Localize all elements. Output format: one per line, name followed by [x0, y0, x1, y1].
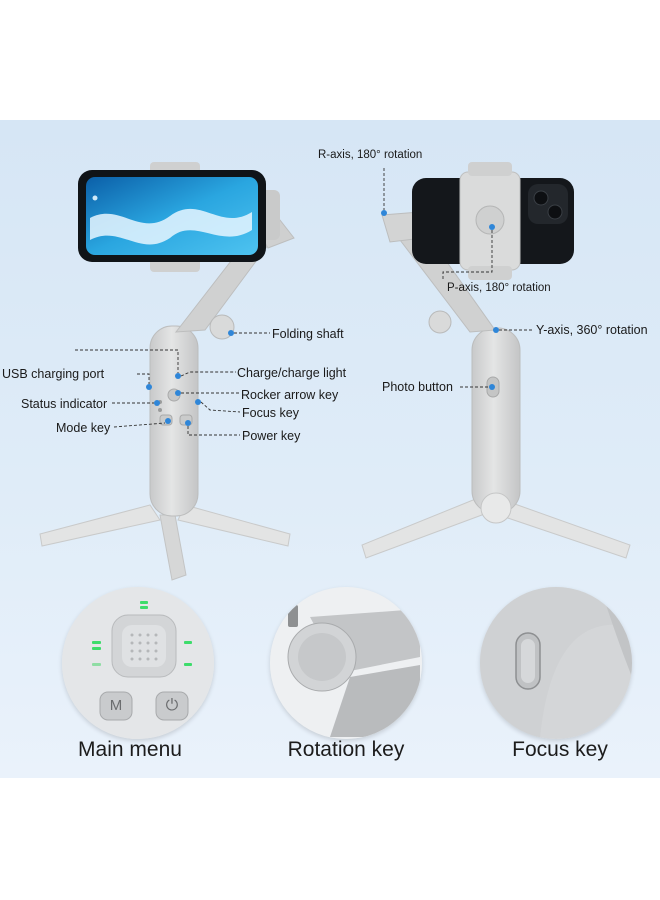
callout-power-key: Power key	[242, 429, 301, 443]
callout-mode-key: Mode key	[56, 421, 111, 435]
callout-usb-port: USB charging port	[2, 367, 105, 381]
main-menu-closeup: M ⏻	[62, 587, 214, 739]
callout-y-axis: Y-axis, 360° rotation	[536, 323, 648, 337]
right-gimbal	[361, 162, 631, 559]
callout-photo-button: Photo button	[382, 380, 453, 394]
callout-p-axis: P-axis, 180° rotation	[447, 282, 551, 294]
callout-focus-key: Focus key	[242, 406, 299, 420]
product-diagram-panel: Folding shaft Charge/charge light USB ch…	[0, 120, 660, 778]
rotation-key-closeup	[270, 587, 422, 739]
caption-focus-key: Focus key	[512, 738, 608, 761]
caption-main-menu: Main menu	[78, 738, 182, 761]
callout-rocker-key: Rocker arrow key	[241, 388, 339, 402]
power-icon: ⏻	[165, 695, 179, 714]
callout-r-axis: R-axis, 180° rotation	[318, 149, 423, 161]
left-gimbal	[39, 162, 295, 581]
focus-key-closeup	[480, 587, 632, 739]
mode-key-glyph: M	[109, 697, 123, 714]
caption-rotation-key: Rotation key	[287, 738, 405, 761]
gimbal-illustration	[39, 162, 631, 581]
callout-charge-light: Charge/charge light	[237, 366, 347, 380]
callout-status-indicator: Status indicator	[21, 397, 108, 411]
callout-folding-shaft: Folding shaft	[272, 327, 344, 341]
